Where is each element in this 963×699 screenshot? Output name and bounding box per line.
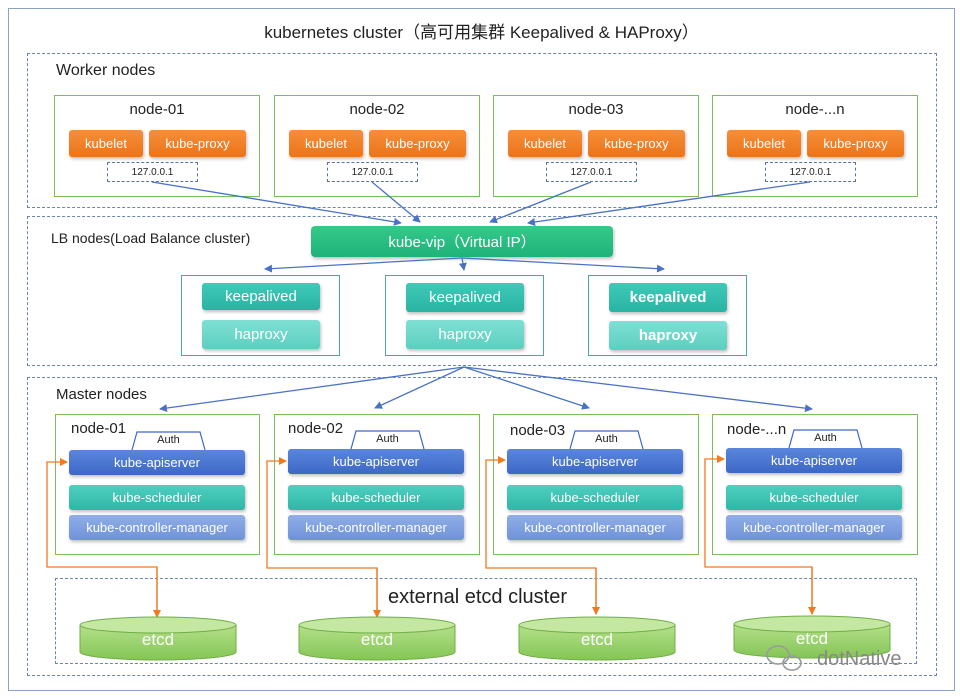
watermark-text: dotNative bbox=[817, 648, 902, 670]
keepalived-box: keepalived bbox=[609, 283, 727, 312]
etcd-cluster-label: external etcd cluster bbox=[388, 586, 567, 608]
worker-to-vip-arrows bbox=[151, 181, 811, 226]
localhost-ip: 127.0.0.1 bbox=[765, 162, 856, 182]
kube-controller-manager-box: kube-controller-manager bbox=[726, 515, 902, 540]
auth-label: Auth bbox=[157, 434, 180, 446]
haproxy-box: haproxy bbox=[202, 320, 320, 349]
etcd-node-label: etcd bbox=[580, 630, 614, 649]
kube-proxy-box: kube-proxy bbox=[149, 130, 246, 157]
worker-node-name: node-...n bbox=[785, 101, 845, 118]
master-node-name: node-...n bbox=[727, 421, 787, 438]
worker-section bbox=[27, 53, 937, 208]
worker-node-name: node-03 bbox=[568, 101, 624, 118]
kube-scheduler-box: kube-scheduler bbox=[507, 485, 683, 510]
kube-controller-manager-box: kube-controller-manager bbox=[69, 515, 245, 540]
kube-scheduler-box: kube-scheduler bbox=[69, 485, 245, 510]
cluster-frame bbox=[8, 8, 955, 691]
auth-label: Auth bbox=[814, 432, 837, 444]
keepalived-box: keepalived bbox=[406, 283, 524, 312]
kube-apiserver-box: kube-apiserver bbox=[69, 450, 245, 475]
kube-apiserver-box: kube-apiserver bbox=[507, 449, 683, 474]
etcd-node-label: etcd bbox=[360, 630, 394, 649]
haproxy-box: haproxy bbox=[609, 321, 727, 350]
localhost-ip: 127.0.0.1 bbox=[327, 162, 418, 182]
diagram-title: kubernetes cluster（高可用集群 Keepalived & HA… bbox=[264, 23, 699, 42]
lb-section bbox=[27, 216, 937, 366]
lb-to-master-arrows bbox=[159, 366, 813, 413]
master-section bbox=[27, 377, 937, 676]
kubelet-box: kubelet bbox=[289, 130, 363, 157]
auth-label: Auth bbox=[595, 433, 618, 445]
etcd-node-label: etcd bbox=[795, 629, 829, 648]
etcd-cluster-frame bbox=[55, 578, 917, 664]
wechat-icon bbox=[766, 645, 802, 671]
kube-controller-manager-box: kube-controller-manager bbox=[288, 515, 464, 540]
kubelet-box: kubelet bbox=[69, 130, 143, 157]
kube-proxy-box: kube-proxy bbox=[807, 130, 904, 157]
vip-to-lb-arrows bbox=[264, 257, 665, 273]
kube-apiserver-box: kube-apiserver bbox=[726, 448, 902, 473]
kube-proxy-box: kube-proxy bbox=[369, 130, 466, 157]
master-section-label: Master nodes bbox=[56, 386, 147, 403]
localhost-ip: 127.0.0.1 bbox=[546, 162, 637, 182]
kube-vip-box: kube-vip（Virtual IP） bbox=[311, 226, 613, 257]
auth-tab-shape bbox=[350, 430, 425, 450]
worker-node-name: node-01 bbox=[129, 101, 185, 118]
lb-section-label: LB nodes(Load Balance cluster) bbox=[51, 230, 251, 246]
kubelet-box: kubelet bbox=[508, 130, 582, 157]
etcd-cylinders bbox=[79, 615, 891, 661]
kube-scheduler-box: kube-scheduler bbox=[726, 485, 902, 510]
kube-proxy-box: kube-proxy bbox=[588, 130, 685, 157]
etcd-cylinder bbox=[298, 616, 456, 661]
etcd-cylinder bbox=[518, 616, 676, 661]
worker-section-label: Worker nodes bbox=[56, 62, 156, 79]
master-node-name: node-02 bbox=[288, 420, 344, 437]
master-node-name: node-03 bbox=[510, 422, 566, 439]
kube-apiserver-box: kube-apiserver bbox=[288, 449, 464, 474]
kube-scheduler-box: kube-scheduler bbox=[288, 485, 464, 510]
kubelet-box: kubelet bbox=[727, 130, 801, 157]
worker-node-name: node-02 bbox=[349, 101, 405, 118]
auth-tabs bbox=[131, 429, 863, 451]
etcd-cylinder bbox=[733, 615, 891, 659]
auth-tab-shape bbox=[131, 431, 206, 451]
haproxy-box: haproxy bbox=[406, 320, 524, 349]
auth-tab-shape bbox=[569, 430, 644, 450]
auth-label: Auth bbox=[376, 433, 399, 445]
master-node-name: node-01 bbox=[71, 420, 127, 437]
apiserver-etcd-connectors bbox=[46, 455, 816, 618]
etcd-node-label: etcd bbox=[141, 630, 175, 649]
auth-tab-shape bbox=[788, 429, 863, 449]
etcd-cylinder bbox=[79, 616, 237, 661]
kube-controller-manager-box: kube-controller-manager bbox=[507, 515, 683, 540]
keepalived-box: keepalived bbox=[202, 283, 320, 310]
